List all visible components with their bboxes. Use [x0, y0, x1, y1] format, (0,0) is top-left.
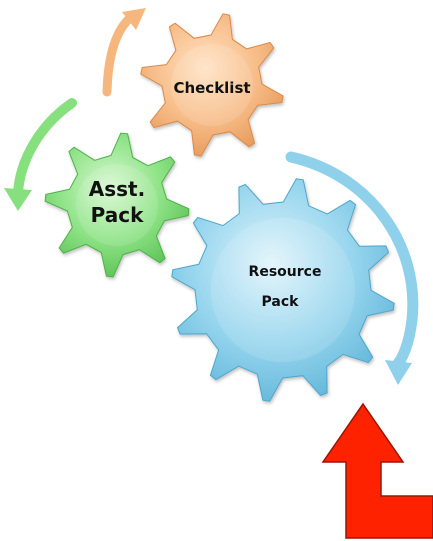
resource-pack-label-line1: Resource — [249, 264, 322, 280]
asst-pack-label-line1: Asst. — [89, 177, 145, 201]
checklist-arc — [102, 12, 136, 97]
checklist-gear-hub — [171, 44, 253, 126]
resource-pack-gear-hub — [210, 217, 356, 363]
checklist-arrowhead — [122, 8, 146, 30]
checklist-cycle-arrow — [102, 8, 146, 97]
resource-pack-label-line2: Pack — [262, 294, 300, 310]
resource-cycle-arrow — [285, 151, 419, 385]
asst-arc — [13, 98, 77, 198]
asst-pack-gear — [44, 132, 190, 278]
checklist-label: Checklist — [173, 79, 250, 97]
asst-pack-label-line2: Pack — [91, 203, 144, 227]
asst-arrowhead — [4, 188, 32, 211]
asst-pack-gear-hub — [76, 164, 158, 246]
resource-pack-gear — [171, 178, 395, 402]
asst-cycle-arrow — [4, 98, 77, 211]
resource-arrowhead — [385, 360, 412, 385]
red-return-arrow — [321, 402, 433, 539]
resource-arc — [285, 151, 419, 372]
checklist-gear — [140, 13, 284, 157]
